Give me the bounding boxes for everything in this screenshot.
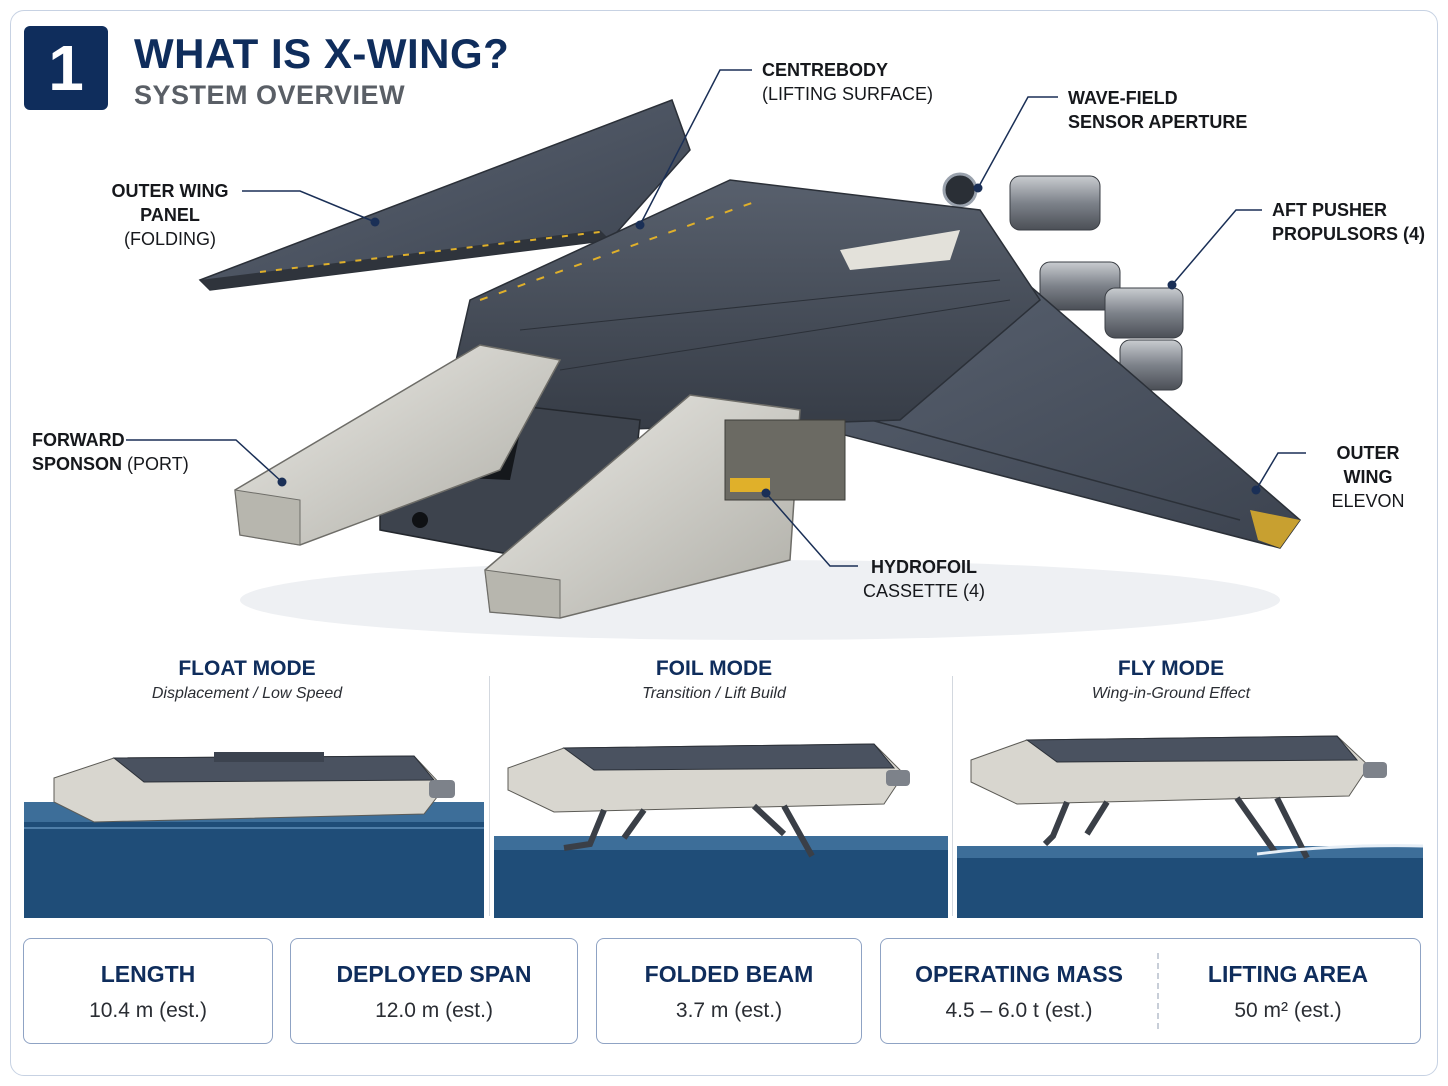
spec-area-value: 50 m² (est.) (1234, 999, 1342, 1022)
spec-span-value: 12.0 m (est.) (375, 999, 493, 1022)
spec-card-mass-area: OPERATING MASS 4.5 – 6.0 t (est.) LIFTIN… (880, 938, 1421, 1044)
callout-outer-wing-panel-line2-sub: (FOLDING) (124, 229, 216, 249)
foil-mode-image (494, 718, 948, 918)
outer-wing-panel-left (198, 99, 691, 291)
spec-mass-value: 4.5 – 6.0 t (est.) (945, 999, 1093, 1022)
spec-card-folded-beam: FOLDED BEAM 3.7 m (est.) (596, 938, 862, 1044)
spec-card-deployed-span: DEPLOYED SPAN 12.0 m (est.) (290, 938, 578, 1044)
page-subtitle: SYSTEM OVERVIEW (134, 80, 406, 110)
callout-hydrofoil-line1: HYDROFOIL (871, 557, 977, 577)
callout-forward-sponson: FORWARD SPONSON (PORT) (32, 428, 189, 476)
callout-dots (277, 183, 1261, 498)
spec-area-section: LIFTING AREA 50 m² (est.) (1157, 939, 1419, 1043)
foil-mode-subtitle: Transition / Lift Build (642, 685, 786, 702)
fly-mode-image (957, 718, 1423, 918)
page-title: WHAT IS X-WING? (134, 30, 510, 77)
hydrofoil-cassette (724, 419, 846, 501)
forward-sponson-starboard (484, 394, 801, 619)
float-mode-subtitle: Displacement / Low Speed (151, 685, 343, 702)
callout-forward-sponson-line2: SPONSON (32, 454, 128, 474)
spec-length-label: LENGTH (100, 961, 196, 987)
spec-beam-value: 3.7 m (est.) (675, 999, 783, 1022)
centrebody (439, 179, 1041, 431)
float-mode-title: FLOAT MODE (178, 657, 316, 680)
callout-leaders (126, 69, 1306, 567)
callout-centrebody: CENTREBODY (LIFTING SURFACE) (762, 58, 933, 106)
callout-outer-wing-panel: OUTER WING PANEL (FOLDING) (100, 179, 240, 251)
callout-wave-field-line2: SENSOR APERTURE (1068, 112, 1248, 132)
callout-forward-sponson-line2-sub: (PORT) (127, 454, 189, 474)
foil-mode-title: FOIL MODE (655, 657, 773, 680)
callout-outer-wing-elevon-line2: ELEVON (1331, 491, 1405, 511)
callout-hydrofoil-line2: CASSETTE (4) (862, 581, 986, 601)
spec-mass-label: OPERATING MASS (915, 961, 1123, 987)
callout-wave-field-sensor: WAVE-FIELD SENSOR APERTURE (1068, 86, 1247, 134)
callout-aft-pusher-line1: AFT PUSHER (1272, 200, 1388, 220)
spec-span-label: DEPLOYED SPAN (336, 961, 532, 987)
fly-mode-subtitle: Wing-in-Ground Effect (1091, 685, 1251, 702)
spec-dashed-divider (1157, 953, 1159, 1029)
callout-outer-wing-elevon-line1: OUTER WING (1336, 443, 1400, 487)
spec-card-length: LENGTH 10.4 m (est.) (23, 938, 273, 1044)
spec-mass-section: OPERATING MASS 4.5 – 6.0 t (est.) (881, 939, 1157, 1043)
section-number-badge: 1 (24, 26, 108, 110)
callout-centrebody-title: CENTREBODY (762, 60, 889, 80)
spec-beam-label: FOLDED BEAM (644, 961, 814, 987)
forward-sponson-port (234, 344, 562, 546)
spec-area-label: LIFTING AREA (1207, 961, 1369, 987)
float-mode-image (24, 718, 484, 918)
fly-mode-title: FLY MODE (1117, 657, 1225, 680)
callout-aft-pusher-propulsors: AFT PUSHER PROPULSORS (4) (1272, 198, 1425, 246)
callout-centrebody-sub: (LIFTING SURFACE) (762, 84, 934, 104)
mode-divider-2 (952, 676, 953, 916)
callout-outer-wing-elevon: OUTER WING ELEVON (1310, 441, 1426, 513)
callout-wave-field-line1: WAVE-FIELD (1068, 88, 1178, 108)
callout-forward-sponson-line1: FORWARD (32, 430, 125, 450)
xwing-hero-illustration (126, 69, 1306, 640)
mode-divider-1 (489, 676, 490, 916)
spec-length-value: 10.4 m (est.) (89, 999, 207, 1022)
callout-hydrofoil-cassette: HYDROFOIL CASSETTE (4) (860, 555, 988, 603)
callout-outer-wing-panel-line2: PANEL (140, 205, 200, 225)
callout-aft-pusher-line2: PROPULSORS (4) (1272, 224, 1426, 244)
aft-pusher-propulsors (942, 172, 1184, 391)
callout-outer-wing-panel-line1: OUTER WING (111, 181, 229, 201)
